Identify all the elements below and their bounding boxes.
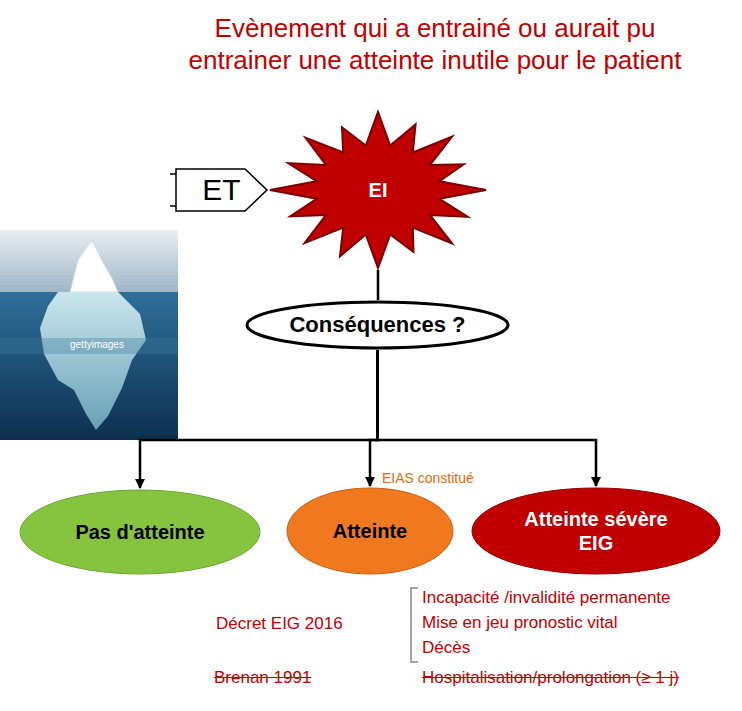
ellipse-outline — [20, 490, 260, 574]
bracket — [411, 588, 418, 662]
node-text: Pas d'atteinte — [75, 520, 204, 544]
event-tag: ET — [175, 168, 268, 212]
node-text: EI — [369, 178, 388, 202]
connector — [140, 350, 378, 488]
ellipse-outline — [472, 488, 720, 574]
tag-outline — [176, 169, 267, 211]
star-outline — [270, 112, 486, 268]
node-text: Atteinte — [333, 519, 407, 543]
node-text: Conséquences ? — [289, 312, 465, 338]
node-text: Atteinte sévère EIG — [506, 507, 686, 555]
ellipse-outline — [247, 302, 508, 348]
no-harm-ellipse: Pas d'atteinte — [18, 488, 262, 576]
node-text: ET — [202, 172, 240, 208]
severe-harm-ellipse: Atteinte sévère EIG — [470, 486, 722, 576]
severe-harm-ellipse-outline — [470, 486, 722, 576]
consequence-ellipse: Conséquences ? — [245, 300, 510, 350]
reference-label: Brenan 1991 — [214, 668, 311, 688]
incident-star: EI — [268, 110, 488, 270]
iceberg-picture — [0, 230, 178, 440]
watermark: gettyimages — [70, 339, 124, 350]
criterion-item: Décès — [422, 638, 470, 658]
reference-label: Décret EIG 2016 — [216, 614, 343, 634]
iceberg-underwater — [40, 292, 146, 430]
harm-ellipse: Atteinte — [285, 486, 455, 576]
connector — [378, 350, 597, 486]
sea — [0, 292, 178, 440]
sky — [0, 230, 178, 292]
annotation: EIAS constitué — [380, 470, 476, 486]
criterion-item: Mise en jeu pronostic vital — [422, 613, 618, 633]
diagram-title: Evènement qui a entrainé ou aurait pu en… — [185, 12, 685, 76]
criterion-item: Hospitalisation/prolongation (≥ 1 j) — [422, 668, 679, 688]
connector — [377, 270, 380, 300]
tag-bracket — [170, 174, 176, 206]
ellipse-outline — [287, 488, 453, 574]
iceberg-tip — [70, 240, 118, 292]
criterion-item: Incapacité /invalidité permanente — [422, 588, 671, 608]
watermark-band — [0, 338, 178, 354]
